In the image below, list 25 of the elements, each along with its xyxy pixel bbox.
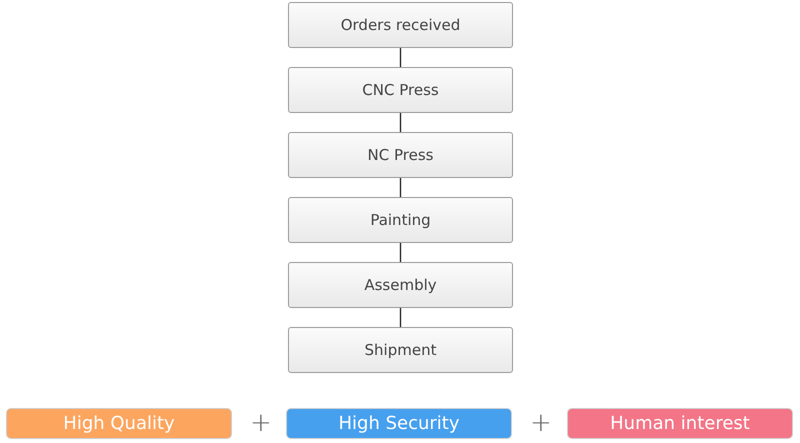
process-box — [288, 2, 513, 48]
process-box — [288, 67, 513, 113]
node-label: Human interest — [610, 413, 750, 434]
connector-line — [400, 243, 402, 262]
plus-sign: + — [530, 410, 552, 436]
process-box — [288, 132, 513, 178]
connector-line — [400, 113, 402, 132]
process-box — [288, 327, 513, 373]
node-label: High Quality — [63, 413, 175, 434]
node-label: CNC Press — [362, 81, 439, 99]
node-label: NC Press — [368, 146, 434, 164]
node-label: High Security — [338, 413, 460, 434]
connector-line — [400, 178, 402, 197]
connector-line — [400, 308, 402, 327]
process-box — [288, 262, 513, 308]
connector-line — [400, 48, 402, 67]
node-label: Assembly — [364, 276, 437, 294]
plus-sign: + — [250, 410, 272, 436]
highlight-box — [6, 408, 232, 439]
node-label: Shipment — [364, 341, 436, 359]
highlight-box — [567, 408, 793, 439]
node-label: Orders received — [340, 16, 460, 34]
highlight-box — [286, 408, 512, 439]
node-label: Painting — [370, 211, 431, 229]
process-box — [288, 197, 513, 243]
